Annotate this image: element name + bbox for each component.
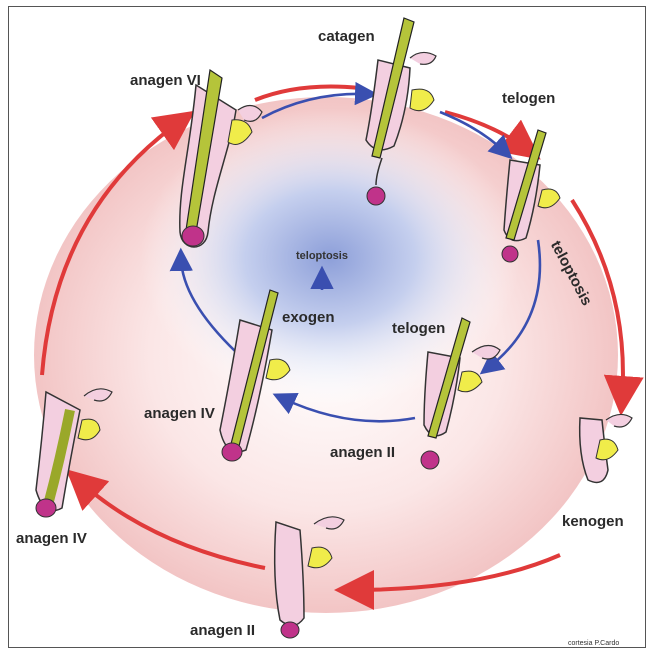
label-kenogen: kenogen [562,513,624,530]
label-anagen-iv-outer: anagen IV [16,530,87,547]
label-teloptosis-center: teloptosis [296,250,348,262]
label-anagen-ii-outer: anagen II [190,622,255,639]
label-telogen-inner: telogen [392,320,445,337]
label-catagen: catagen [318,28,375,45]
label-anagen-iv-inner: anagen IV [144,405,215,422]
credit-text: cortesia P.Cardo [568,640,619,647]
label-anagen-vi: anagen VI [130,72,201,89]
label-anagen-ii-inner: anagen II [330,444,395,461]
label-telogen-outer: telogen [502,90,555,107]
label-exogen: exogen [282,309,335,326]
